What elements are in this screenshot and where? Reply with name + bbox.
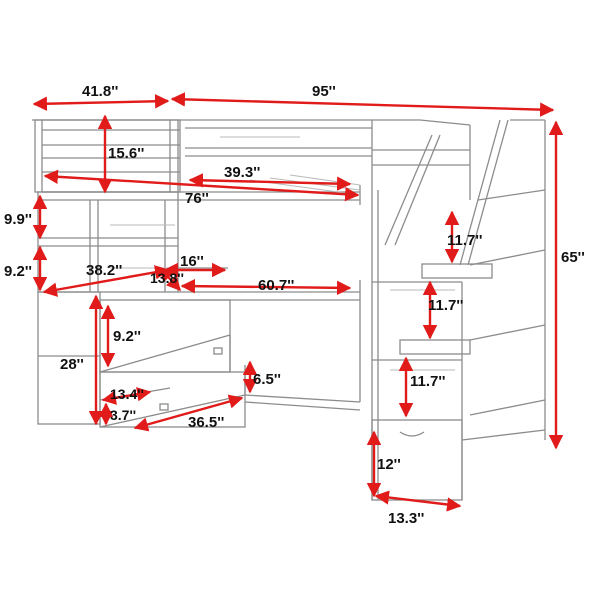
dimension-arrows xyxy=(32,92,564,512)
label-12: 12'' xyxy=(377,456,401,473)
back-guardrail xyxy=(32,119,420,190)
label-11-7-top: 11.7'' xyxy=(447,232,483,249)
label-13-4: 13.4'' xyxy=(110,386,144,402)
label-76: 76'' xyxy=(185,190,209,207)
label-9-9: 9.9'' xyxy=(4,211,32,228)
label-11-7-low: 11.7'' xyxy=(410,373,446,390)
arrow-38-2 xyxy=(42,265,170,297)
label-41-8: 41.8'' xyxy=(82,83,118,100)
dimension-labels: 41.8'' 95'' 65'' 15.6'' 39.3'' 76'' 9.9'… xyxy=(4,83,585,527)
label-28: 28'' xyxy=(60,356,84,373)
label-13-8: 13.8'' xyxy=(150,270,184,286)
label-9-2-drawer: 9.2'' xyxy=(113,328,141,345)
label-39-3: 39.3'' xyxy=(224,164,260,181)
label-95: 95'' xyxy=(312,83,336,100)
label-13-3: 13.3'' xyxy=(388,510,424,527)
arrow-13-3 xyxy=(374,490,462,512)
label-38-2: 38.2'' xyxy=(86,262,122,279)
arrow-13-8 xyxy=(159,266,181,292)
arrow-76 xyxy=(43,169,360,202)
arrow-60-7 xyxy=(180,278,352,296)
label-9-2-left: 9.2'' xyxy=(4,263,32,280)
label-11-7-mid: 11.7'' xyxy=(428,297,464,314)
arrow-13-4 xyxy=(101,387,152,405)
bed-leg-lower-rail xyxy=(244,394,361,411)
arrow-95 xyxy=(170,92,555,117)
label-16: 16'' xyxy=(180,253,204,270)
label-3-7: 3.7'' xyxy=(110,407,136,423)
label-6-5: 6.5'' xyxy=(253,371,281,388)
label-60-7: 60.7'' xyxy=(258,277,294,294)
arrow-41-8 xyxy=(32,94,170,111)
label-36-5: 36.5'' xyxy=(188,414,224,431)
label-65: 65'' xyxy=(561,249,585,266)
arrow-36-5 xyxy=(133,394,244,432)
label-15-6: 15.6'' xyxy=(108,145,144,162)
